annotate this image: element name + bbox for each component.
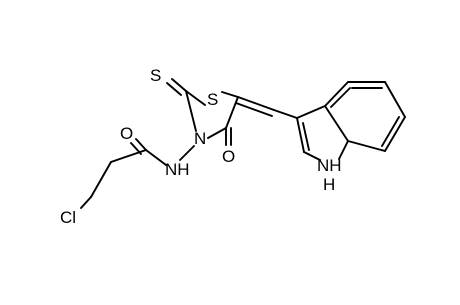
bond-ch2-cl bbox=[80, 196, 92, 209]
atom-amide-nh: NH bbox=[165, 160, 190, 179]
bond-c5-methine-b bbox=[235, 102, 273, 117]
bond-c2-n1 bbox=[303, 151, 321, 161]
atom-chlorine: Cl bbox=[60, 208, 76, 227]
bond-c5-methine-a bbox=[237, 96, 275, 111]
bond-c2-n3 bbox=[185, 90, 197, 132]
atom-sulfur-thione: S bbox=[150, 66, 161, 85]
atom-oxygen-amide: O bbox=[120, 124, 133, 143]
bond-c4-c5 bbox=[225, 96, 239, 129]
atom-labels: S S N NH O O Cl NH H bbox=[60, 66, 342, 227]
bond-c3a-c4-inner bbox=[330, 87, 351, 108]
bond-c3a-c7a bbox=[324, 105, 349, 142]
bond-s1-c2 bbox=[185, 90, 206, 106]
bond-co-ch2 bbox=[110, 149, 147, 163]
atom-oxygen-ring: O bbox=[222, 147, 235, 166]
bond-methine-c3 bbox=[273, 109, 298, 119]
bond-ch2-ch2 bbox=[90, 161, 112, 198]
bond-nh-co bbox=[145, 149, 167, 166]
bond-n1-c7a bbox=[338, 140, 349, 160]
atom-sulfur-ring: S bbox=[207, 90, 218, 109]
bond-n3-c4 bbox=[207, 127, 227, 139]
bond-n3-nh bbox=[179, 145, 195, 161]
bond-c5-c6 bbox=[384, 81, 406, 118]
bond-c3-c2 bbox=[296, 117, 305, 153]
bond-c6-c7 bbox=[384, 116, 406, 152]
bond-c2-s-thione-b bbox=[166, 82, 182, 96]
bonds bbox=[80, 78, 406, 209]
bond-c5-s1 bbox=[221, 91, 239, 98]
bond-c3-c2-inner bbox=[302, 122, 310, 151]
bond-c3-c3a bbox=[296, 105, 326, 119]
atom-nitrogen-ring: N bbox=[194, 129, 206, 148]
atom-indole-nh: NH bbox=[317, 156, 342, 175]
bond-c3a-c4 bbox=[324, 81, 349, 107]
bond-c7-c7a bbox=[347, 140, 386, 152]
bond-c2-s-thione-a bbox=[171, 78, 187, 92]
atom-indole-h: H bbox=[323, 175, 335, 194]
bond-c6-c7-inner bbox=[381, 116, 400, 147]
bond-amide-co-a bbox=[135, 138, 147, 151]
